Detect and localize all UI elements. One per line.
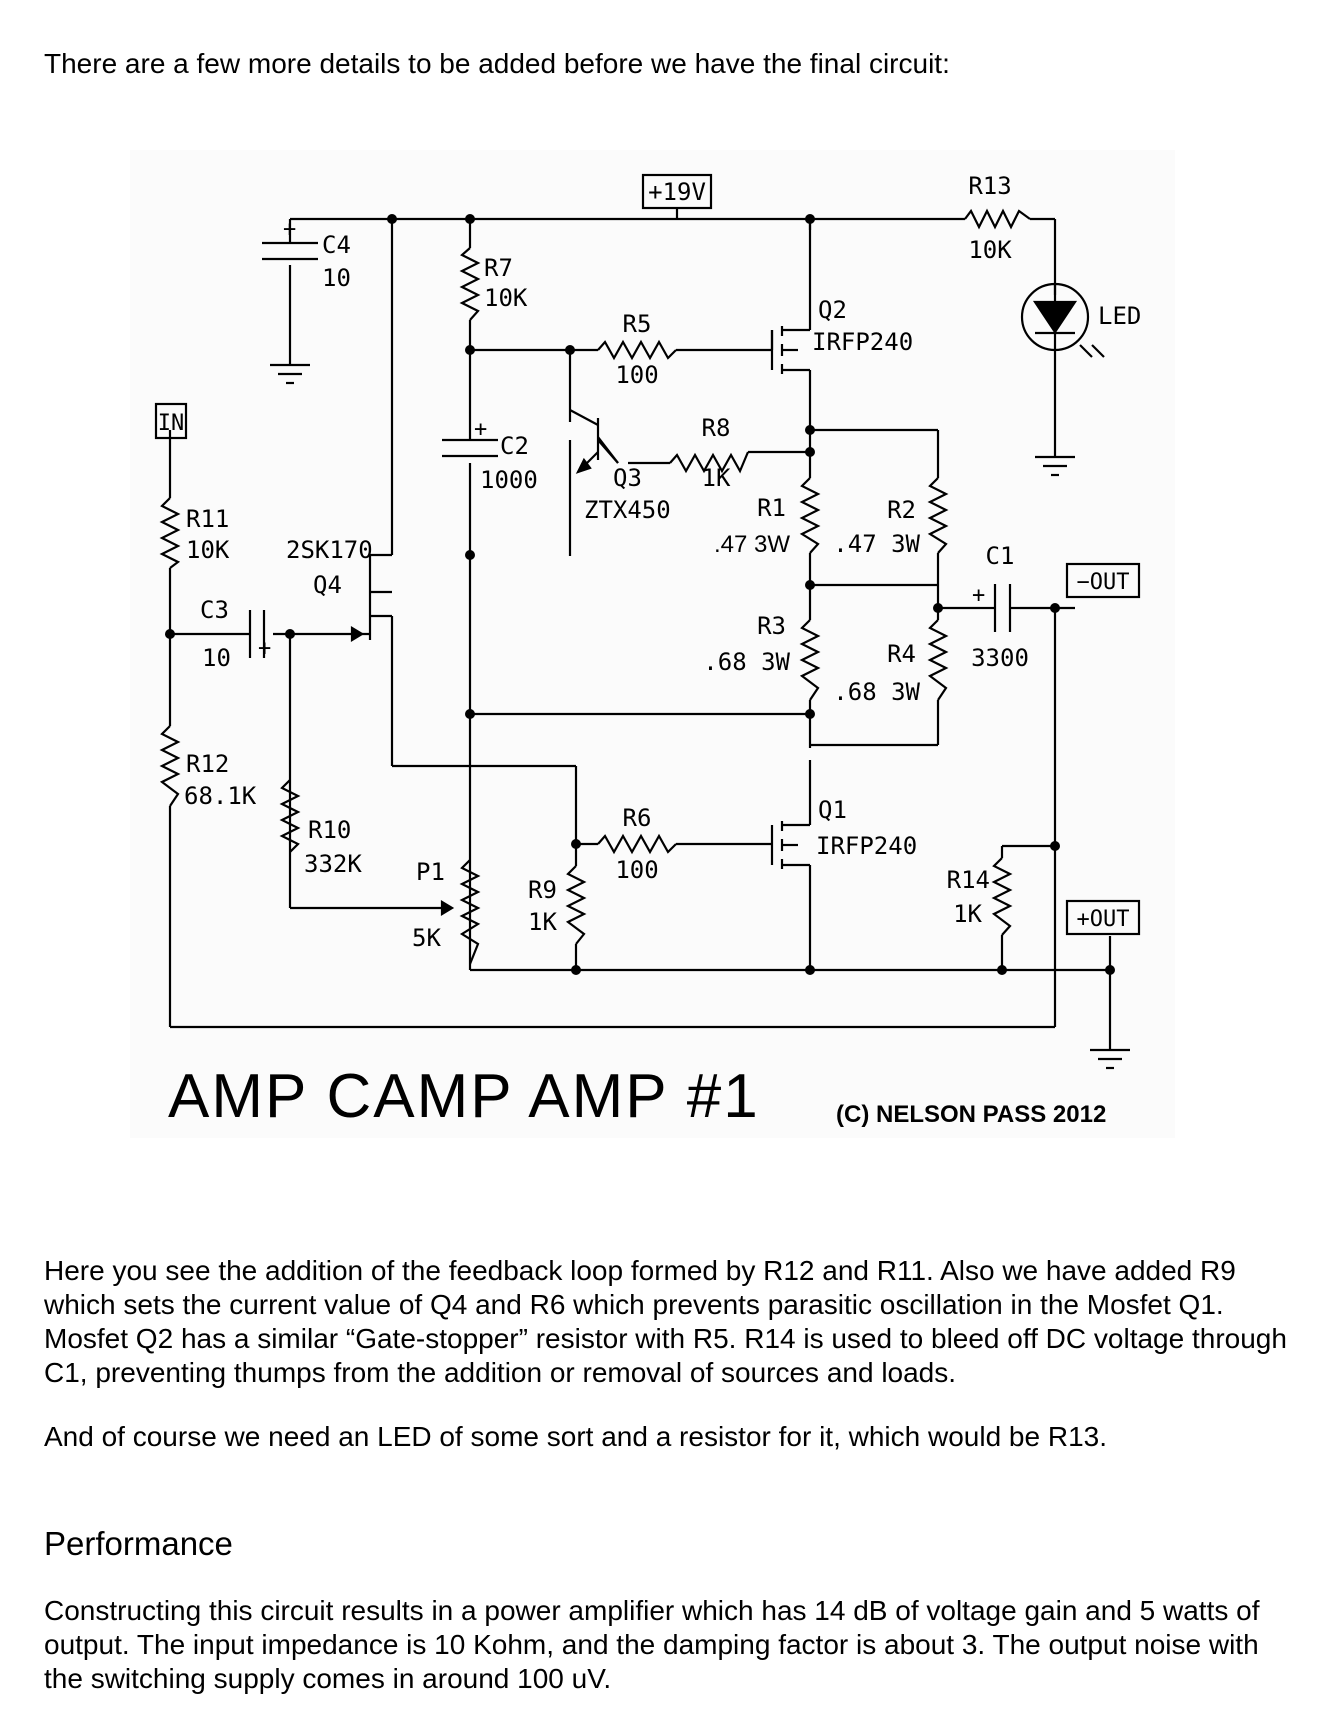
r2-value: .47 3W: [833, 530, 920, 558]
r1-value: .47 3W: [714, 531, 790, 558]
r10-value: 332K: [304, 850, 362, 878]
r7-symbol: [459, 247, 481, 321]
c4-plus: +: [283, 217, 296, 242]
r5-symbol: [597, 339, 677, 361]
r3-symbol: [799, 619, 821, 701]
q4-value: 2SK170: [286, 536, 373, 564]
out-pos-label: +OUT: [1077, 907, 1130, 932]
led-paragraph: And of course we need an LED of some sor…: [44, 1421, 1108, 1452]
r11-value: 10K: [186, 536, 230, 564]
r8-name: R8: [702, 414, 731, 442]
r5-name: R5: [623, 310, 652, 338]
c1-name: C1: [986, 542, 1015, 570]
out-neg-label: −OUT: [1077, 570, 1130, 595]
performance-paragraph: Constructing this circuit results in a p…: [44, 1595, 1260, 1694]
r6-name: R6: [623, 804, 652, 832]
r11-name: R11: [186, 505, 229, 533]
r7-value: 10K: [484, 284, 528, 312]
c1-plus: +: [972, 583, 985, 608]
ground-icon-led: [1035, 440, 1075, 477]
terminal-boxes: [154, 173, 1141, 936]
transistors: [350, 282, 1105, 869]
intro-text: There are a few more details to be added…: [44, 48, 950, 79]
q4-name: Q4: [313, 571, 342, 599]
r13-name: R13: [968, 172, 1011, 200]
r11-symbol: [159, 497, 181, 569]
r12-symbol: [159, 725, 181, 807]
p1-value: 5K: [412, 924, 441, 952]
q1-name: Q1: [818, 796, 847, 824]
r12-name: R12: [186, 750, 229, 778]
q2-symbol: [770, 326, 810, 374]
q2-name: Q2: [818, 296, 847, 324]
c2-value: 1000: [480, 466, 538, 494]
r1-symbol: [799, 477, 821, 554]
q3-value: ZTX450: [584, 496, 671, 524]
c2-plus: +: [474, 417, 487, 442]
r13-value: 10K: [968, 236, 1012, 264]
amp-schematic: +19V IN −OUT +OUT + C4 10 R7 10K R5 100 …: [154, 172, 1142, 1131]
q1-symbol: [770, 821, 810, 869]
r10-symbol: [279, 779, 301, 853]
r4-value: .68 3W: [833, 678, 920, 706]
r3-name: R3: [757, 612, 786, 640]
p1-wiper-arrow: [440, 900, 455, 916]
c2-name: C2: [500, 432, 529, 460]
r14-symbol: [991, 857, 1013, 936]
performance-heading: Performance: [44, 1525, 233, 1562]
junctions: [165, 214, 1115, 975]
supply-label: +19V: [648, 178, 706, 206]
c4-value: 10: [322, 264, 351, 292]
in-label: IN: [158, 411, 185, 436]
r2-name: R2: [887, 496, 916, 524]
r2-symbol: [927, 477, 949, 554]
r14-name: R14: [947, 866, 990, 894]
r5-value: 100: [615, 361, 658, 389]
q3-name: Q3: [613, 464, 642, 492]
copyright: (C) NELSON PASS 2012: [836, 1101, 1106, 1128]
p1-symbol: [459, 859, 481, 965]
led-symbol: [1020, 282, 1105, 358]
q1-value: IRFP240: [816, 832, 917, 860]
r1-name: R1: [757, 494, 786, 522]
c3-plus: +: [258, 636, 271, 661]
r3-value: .68 3W: [703, 648, 790, 676]
r6-value: 100: [615, 856, 658, 884]
ground-icon-c4: [270, 363, 310, 385]
r9-symbol: [565, 865, 587, 945]
capacitors: [248, 241, 1020, 658]
r7-name: R7: [484, 254, 513, 282]
r9-value: 1K: [528, 908, 557, 936]
r8-symbol: [669, 451, 750, 474]
r10-name: R10: [308, 816, 351, 844]
q4-symbol: [350, 590, 392, 642]
r4-symbol: [927, 619, 949, 701]
c3-value: 10: [202, 644, 231, 672]
r6-symbol: [597, 833, 677, 855]
c3-name: C3: [200, 596, 229, 624]
ground-icon-out: [1090, 1048, 1130, 1070]
r9-name: R9: [528, 876, 557, 904]
grounds: [270, 363, 1130, 1070]
c4-name: C4: [322, 231, 351, 259]
p1-name: P1: [416, 858, 445, 886]
r4-name: R4: [887, 640, 916, 668]
r8-value: 1K: [702, 464, 731, 492]
explanation-paragraph: Here you see the addition of the feedbac…: [44, 1255, 1287, 1388]
r13-symbol: [964, 208, 1031, 230]
led-label: LED: [1098, 302, 1141, 330]
c1-value: 3300: [971, 644, 1029, 672]
q2-value: IRFP240: [812, 328, 913, 356]
r12-value: 68.1K: [184, 782, 257, 810]
r14-value: 1K: [953, 900, 982, 928]
resistors: [159, 208, 1031, 965]
q3-symbol: [569, 409, 619, 474]
schematic-title: AMP CAMP AMP #1: [168, 1062, 760, 1131]
